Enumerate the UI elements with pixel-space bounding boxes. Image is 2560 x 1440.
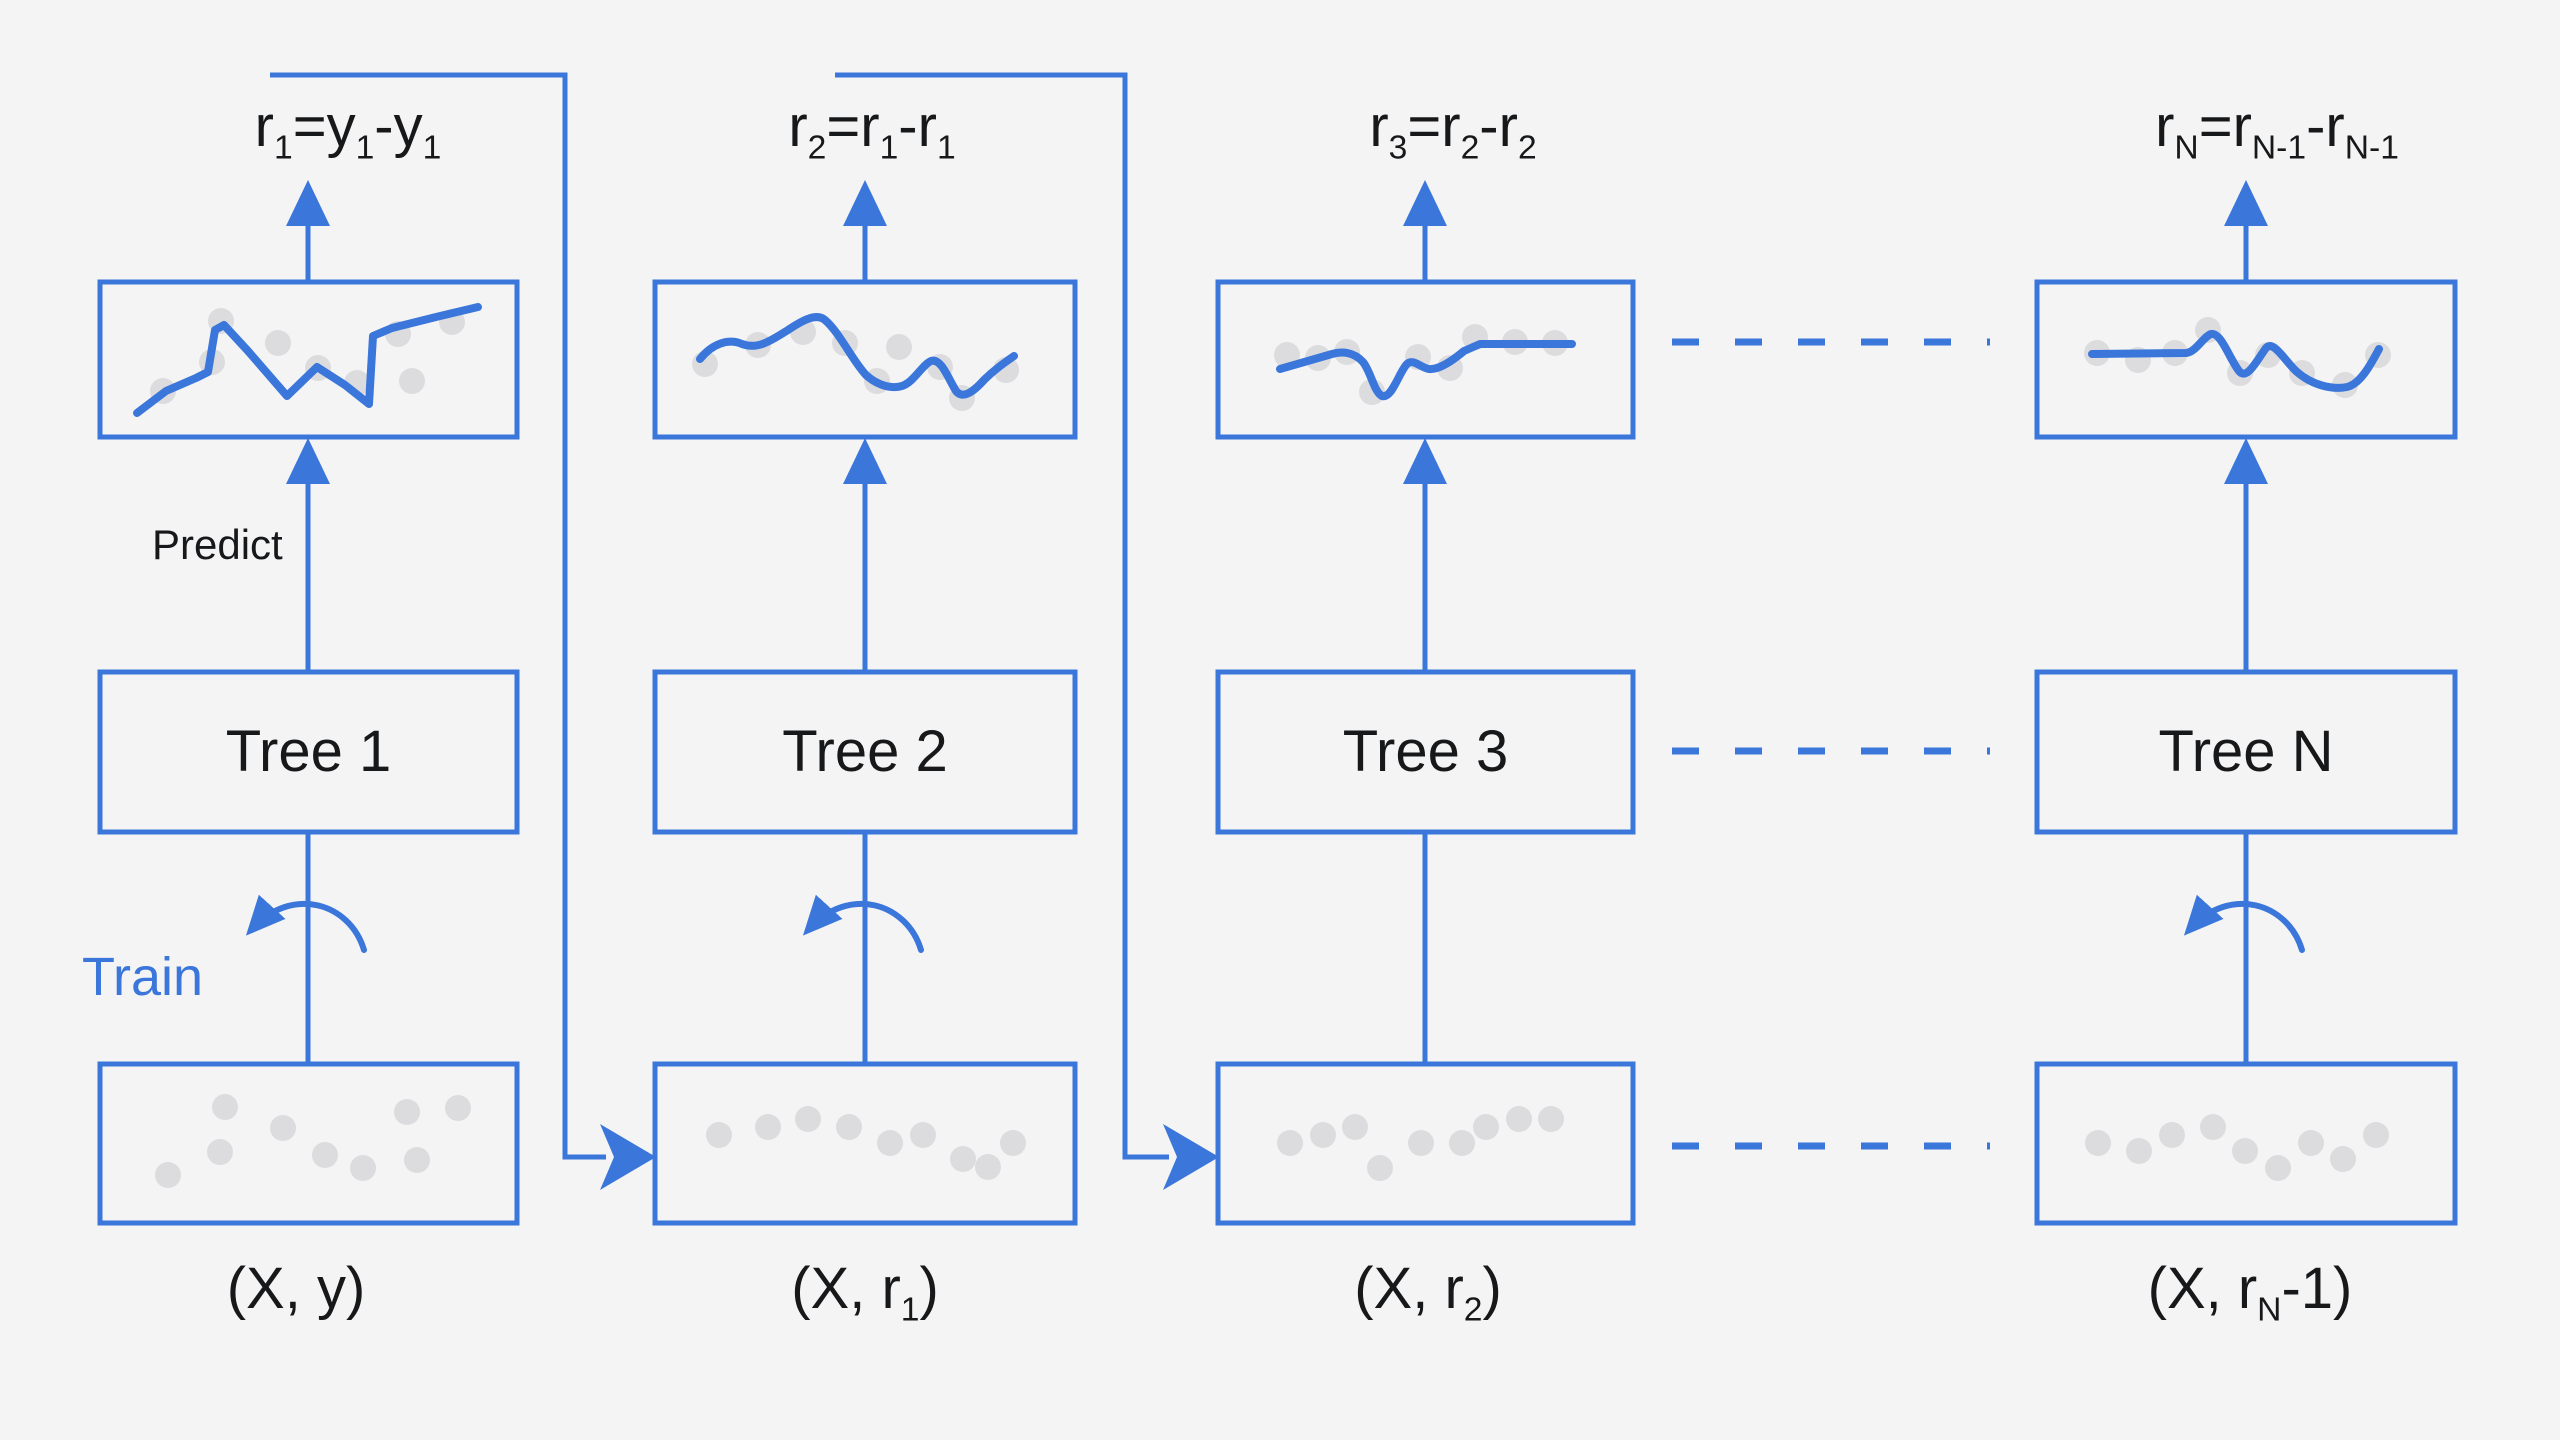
up-arrowhead-plot-3: [1403, 438, 1447, 484]
dataset-box-3: [1215, 1061, 1636, 1226]
residual-formula-1: r1=y1-y1: [254, 94, 442, 167]
residual-formula-4: rN=rN-1-rN-1: [2155, 94, 2399, 167]
right-arrowhead-2: [1163, 1124, 1219, 1190]
dataset-label-3: (X, r2): [1354, 1256, 1502, 1329]
dataset-label-2: (X, r1): [791, 1256, 939, 1329]
tree-label-1: Tree 1: [225, 719, 392, 784]
prediction-plot-box-1: [97, 279, 520, 440]
tree-label-4: Tree N: [2158, 719, 2334, 784]
dataset-scatter-dots-4: [2085, 1114, 2389, 1181]
residual-connector-1: [270, 72, 606, 1160]
fitted-curve-3: [1276, 340, 1576, 401]
residual-formula-2: r2=r1-r1: [788, 94, 956, 167]
dataset-scatter-dots-3: [1277, 1106, 1564, 1181]
dataset-box-2: [652, 1061, 1078, 1226]
prediction-plot-box-3: [1215, 279, 1636, 440]
dataset-scatter-dots-2: [706, 1106, 1026, 1180]
fitted-curve-1: [133, 303, 482, 417]
predict-label: Predict: [152, 521, 283, 568]
dataset-box-4: [2034, 1061, 2458, 1226]
up-arrowhead-formula-3: [1403, 180, 1447, 226]
fitted-curve-4: [2088, 330, 2383, 392]
up-arrowhead-formula-4: [2224, 180, 2268, 226]
train-arc-arrow-4: [2183, 894, 2305, 953]
up-arrowhead-plot-1: [286, 438, 330, 484]
tree-label-2: Tree 2: [782, 719, 948, 784]
dataset-label-1: (X, y): [226, 1256, 366, 1321]
right-arrowhead-1: [600, 1124, 656, 1190]
train-arc-arrow-1: [245, 894, 367, 953]
dataset-label-4: (X, rN-1): [2147, 1256, 2353, 1329]
up-arrowhead-formula-1: [286, 180, 330, 226]
dataset-box-1: [97, 1061, 520, 1226]
train-label: Train: [82, 947, 204, 1007]
prediction-plot-box-2: [652, 279, 1078, 440]
dataset-scatter-dots-1: [155, 1094, 471, 1188]
residual-formula-3: r3=r2-r2: [1369, 94, 1537, 167]
tree-label-3: Tree 3: [1342, 719, 1509, 784]
up-arrowhead-plot-4: [2224, 438, 2268, 484]
up-arrowhead-plot-2: [843, 438, 887, 484]
up-arrowhead-formula-2: [843, 180, 887, 226]
fitted-curve-2: [696, 313, 1018, 399]
residual-connector-2: [835, 72, 1169, 1160]
prediction-plot-box-4: [2034, 279, 2458, 440]
train-arc-arrow-2: [802, 894, 924, 953]
